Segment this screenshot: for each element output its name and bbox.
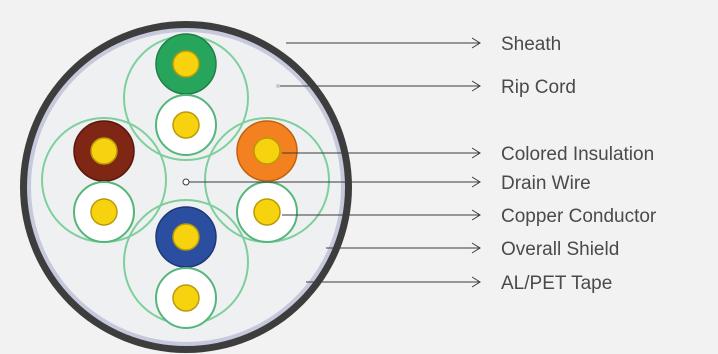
wire-white-top (155, 94, 217, 156)
drain-wire (182, 178, 190, 186)
wire-green (155, 33, 217, 95)
wire-orange (236, 120, 298, 182)
wire-white-right (236, 181, 298, 243)
arrow-copper-conductor (471, 209, 481, 221)
label-sheath: Sheath (501, 34, 561, 55)
label-drain-wire: Drain Wire (501, 173, 591, 194)
arrow-drain-wire (471, 176, 481, 188)
arrow-rip-cord (471, 80, 481, 92)
wire-brown (73, 120, 135, 182)
arrow-al-pet-tape (471, 276, 481, 288)
label-rip-cord: Rip Cord (501, 77, 576, 98)
label-overall-shield: Overall Shield (501, 239, 619, 260)
label-colored-insulation: Colored Insulation (501, 144, 654, 165)
arrow-colored-insulation (471, 147, 481, 159)
label-al-pet-tape: AL/PET Tape (501, 273, 612, 294)
arrow-overall-shield (471, 242, 481, 254)
arrow-sheath (471, 37, 481, 49)
wire-blue (155, 206, 217, 268)
label-copper-conductor: Copper Conductor (501, 206, 657, 227)
wire-white-bottom (155, 267, 217, 329)
overall-shield-ring (31, 32, 341, 342)
rip-cord (276, 84, 280, 88)
wire-white-left (73, 181, 135, 243)
